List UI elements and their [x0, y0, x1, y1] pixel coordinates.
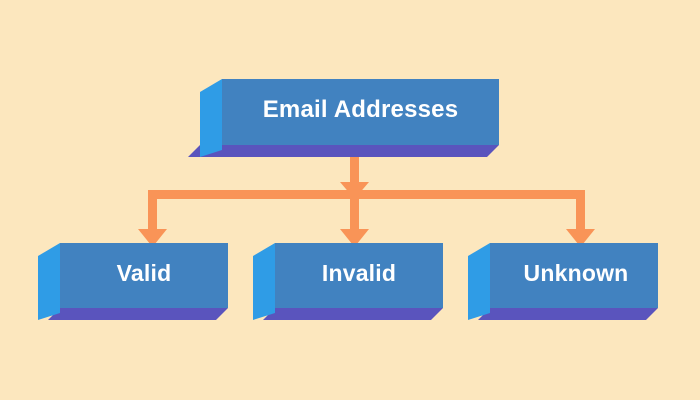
- node-unknown-side-face: [468, 243, 490, 320]
- node-root-side-face: [200, 79, 222, 157]
- node-valid-base: [48, 308, 228, 320]
- node-valid-front-face: [60, 243, 228, 308]
- branch-right-line: [576, 190, 585, 233]
- node-invalid[interactable]: [253, 243, 443, 320]
- branch-left-arrowhead-icon: [138, 229, 167, 247]
- node-unknown-label: Unknown: [523, 260, 629, 286]
- node-email-addresses[interactable]: [188, 79, 499, 157]
- node-root-base: [188, 145, 499, 157]
- branch-center-arrowhead-icon: [340, 229, 369, 247]
- node-unknown[interactable]: [468, 243, 658, 320]
- node-valid[interactable]: [38, 243, 228, 320]
- branch-right-arrowhead-icon: [566, 229, 595, 247]
- connector-group: [138, 155, 595, 247]
- node-root-front-face: [222, 79, 499, 145]
- horizontal-distribution-bar: [148, 190, 585, 199]
- node-root-label: Email Addresses: [262, 96, 459, 123]
- node-invalid-front-face: [275, 243, 443, 308]
- branch-to-invalid: [340, 190, 369, 247]
- branch-to-unknown: [566, 190, 595, 247]
- branch-left-line: [148, 190, 157, 233]
- node-valid-side-face: [38, 243, 60, 320]
- node-invalid-label: Invalid: [321, 260, 397, 286]
- node-unknown-base: [478, 308, 658, 320]
- node-invalid-side-face: [253, 243, 275, 320]
- node-invalid-base: [263, 308, 443, 320]
- trunk-line: [350, 155, 359, 185]
- node-valid-label: Valid: [116, 260, 172, 286]
- branch-to-valid: [138, 190, 167, 247]
- branch-center-line: [350, 190, 359, 233]
- node-unknown-front-face: [490, 243, 658, 308]
